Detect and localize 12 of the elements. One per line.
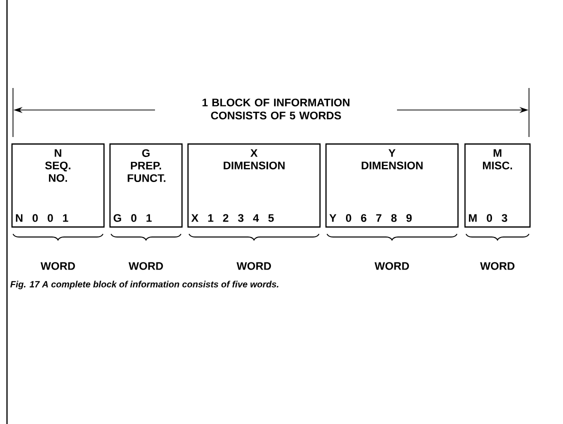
word-label: WORD [236, 262, 271, 270]
dimension-label: 1 BLOCK OF INFORMATION CONSISTS OF 5 WORDS [202, 98, 350, 120]
word-label: WORD [128, 262, 163, 270]
word-cell: M MISC. M 0 3 [464, 143, 531, 228]
word-cell: Y DIMENSION Y 0 6 7 8 9 [325, 143, 459, 228]
word-label: WORD [40, 262, 75, 270]
word-label: WORD [374, 262, 409, 270]
word-label: WORD [480, 262, 514, 270]
word-cell: X DIMENSION X 1 2 3 4 5 [187, 143, 321, 228]
caption: Fig. 17 A complete block of information consists of five words. [10, 280, 278, 290]
word-cell: N SEQ. NO. N 0 0 1 [11, 143, 105, 228]
word-cell: G PREP. FUNCT. G 0 1 [109, 143, 183, 228]
